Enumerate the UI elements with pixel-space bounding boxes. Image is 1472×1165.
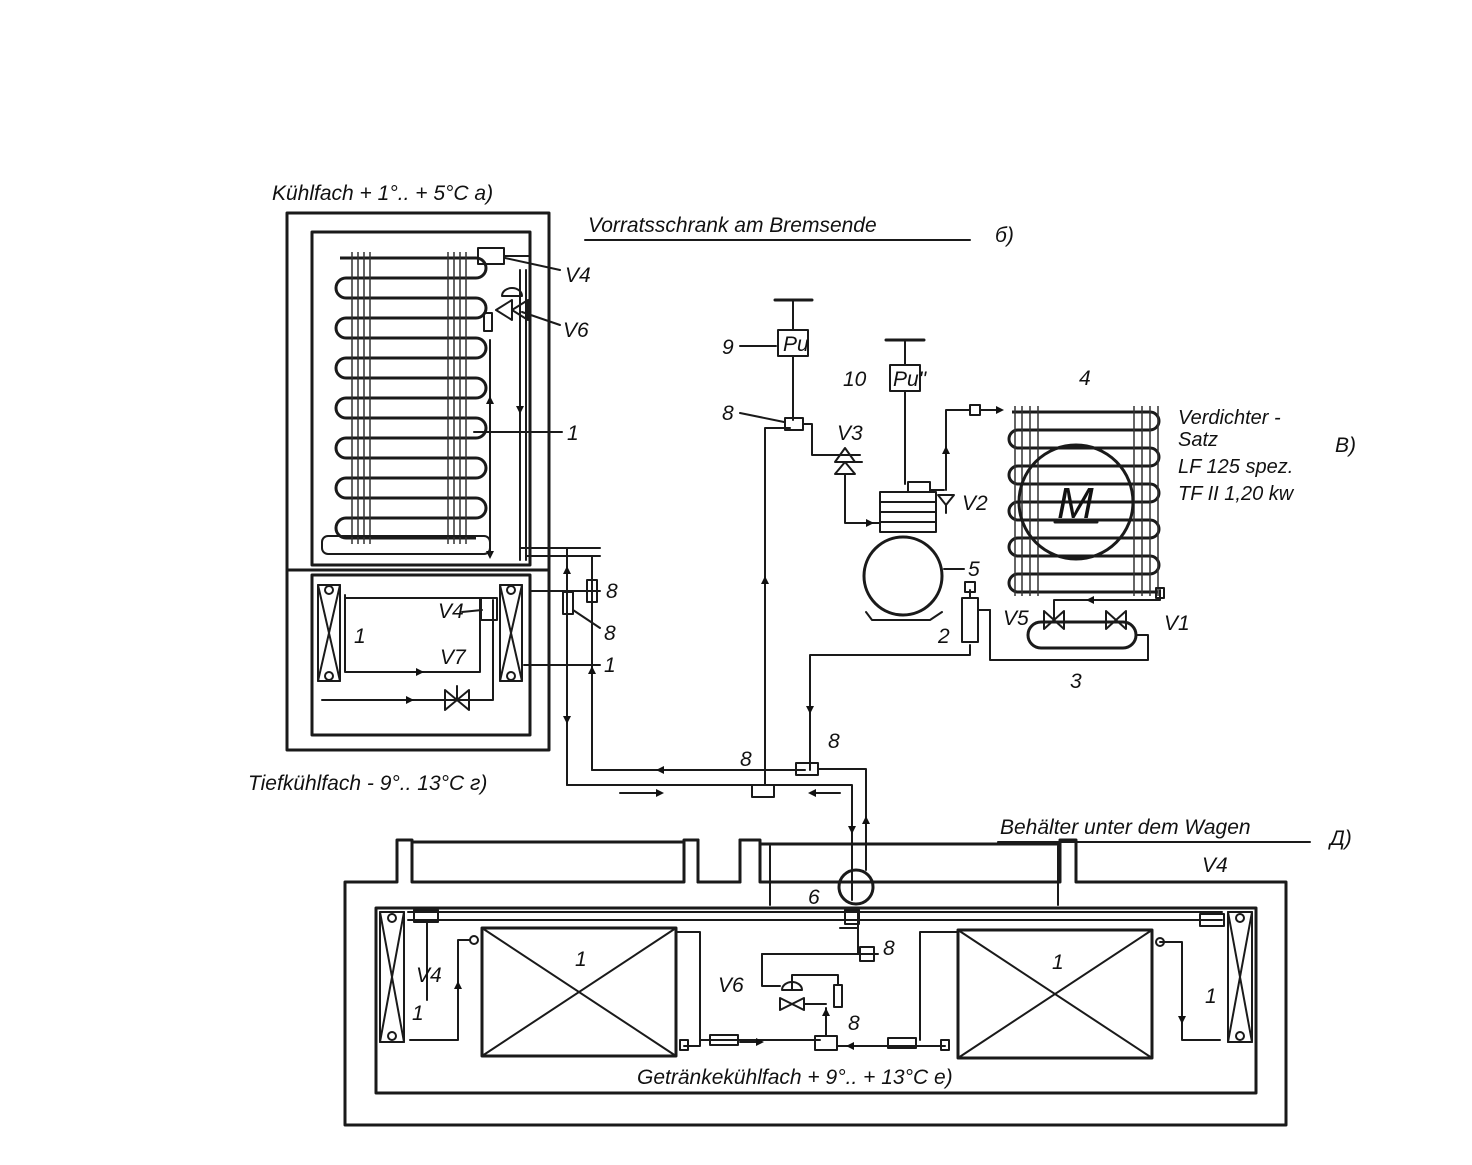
pu-label-9: Pu xyxy=(783,333,809,356)
label-v6-bottom: V6 xyxy=(718,974,744,997)
label-10: 10 xyxy=(843,368,867,391)
label-6: 6 xyxy=(808,886,820,909)
label-v1: V1 xyxy=(1164,612,1190,635)
kuehlfach-pipes xyxy=(486,255,601,561)
pu-label-10: Pu" xyxy=(893,368,928,391)
evaporator-coil-kuehlfach xyxy=(321,247,505,555)
label-3: 3 xyxy=(1070,670,1082,693)
label-v4-left: V4 xyxy=(416,964,442,987)
label-v4-right: V4 xyxy=(1202,854,1228,877)
label-8-a: 8 xyxy=(606,580,618,603)
label-1-tief-right: 1 xyxy=(604,654,616,677)
label-8-c: 8 xyxy=(740,748,752,771)
label-9: 9 xyxy=(722,336,734,359)
label-v7: V7 xyxy=(440,646,467,669)
label-1-kuehl: 1 xyxy=(567,422,579,445)
label-v5: V5 xyxy=(1003,607,1029,630)
label-8-e: 8 xyxy=(883,937,895,960)
valve-v6-kuehlfach xyxy=(483,287,529,332)
label-8-gauge: 8 xyxy=(722,402,734,425)
valve-v3 xyxy=(831,447,881,527)
getraenke-side-evaporators xyxy=(379,911,1253,1043)
kuehlfach-title: Kühlfach + 1°.. + 5°C a) xyxy=(272,182,493,205)
getraenke-title: Getränkekühlfach + 9°.. + 13°C e) xyxy=(637,1066,953,1089)
label-8-d: 8 xyxy=(828,730,840,753)
label-2: 2 xyxy=(937,625,950,648)
verdichter-tag: B) xyxy=(1335,434,1356,457)
getraenke-piping xyxy=(407,868,1225,1051)
component-labels: V4 V6 1 9 8 V3 10 4 V2 5 V5 V1 2 3 8 8 V… xyxy=(354,257,1228,1035)
motor-label: M xyxy=(1057,479,1094,528)
label-v4-top: V4 xyxy=(565,264,591,287)
label-v6-top: V6 xyxy=(563,319,589,342)
label-4: 4 xyxy=(1079,367,1091,390)
valve-v6-getraenke xyxy=(761,953,859,1011)
tiefkuehlfach-evaporators xyxy=(317,584,523,711)
vorratsschrank-title: Vorratsschrank am Bremsende xyxy=(588,214,877,237)
behaelter-container xyxy=(343,838,1288,1127)
pressure-gauge-10: Pu" xyxy=(884,338,928,485)
verdichter-model: LF 125 spez. xyxy=(1178,456,1293,478)
middle-piping xyxy=(566,427,971,901)
behaelter-tag: Д) xyxy=(1328,827,1352,850)
label-1-cooler-left: 1 xyxy=(575,948,587,971)
verdichter-title-2: Satz xyxy=(1178,429,1218,451)
label-1-tief: 1 xyxy=(354,625,366,648)
getraenke-coolers xyxy=(480,926,1154,1060)
label-v3: V3 xyxy=(837,422,863,445)
condenser-unit: M xyxy=(1007,406,1165,599)
vorratsschrank-tag: б) xyxy=(995,224,1014,247)
behaelter-title: Behälter unter dem Wagen xyxy=(1000,816,1251,839)
label-v2: V2 xyxy=(962,492,988,515)
label-1-side-right: 1 xyxy=(1205,985,1217,1008)
tiefkuehlfach-title: Tiefkühlfach - 9°.. 13°C г) xyxy=(248,772,487,795)
receiver xyxy=(989,589,1161,661)
kuehlfach-cabinet xyxy=(285,211,551,752)
valve-v2 xyxy=(929,404,1004,514)
compressor xyxy=(862,481,944,621)
filter-drier xyxy=(961,581,991,643)
labels: Kühlfach + 1°.. + 5°C a) Vorratsschrank … xyxy=(248,182,1356,1089)
label-1-side-left: 1 xyxy=(412,1002,424,1025)
connector-group-cabinet xyxy=(529,547,601,786)
verdichter-title-1: Verdichter - xyxy=(1178,407,1281,429)
label-5: 5 xyxy=(968,558,980,581)
label-8-f: 8 xyxy=(848,1012,860,1035)
label-v4-tief: V4 xyxy=(438,600,464,623)
verdichter-power: TF II 1,20 kw xyxy=(1178,483,1295,505)
label-8-b: 8 xyxy=(604,622,616,645)
label-1-cooler-right: 1 xyxy=(1052,951,1064,974)
pressure-gauge-9: Pu xyxy=(773,298,833,456)
